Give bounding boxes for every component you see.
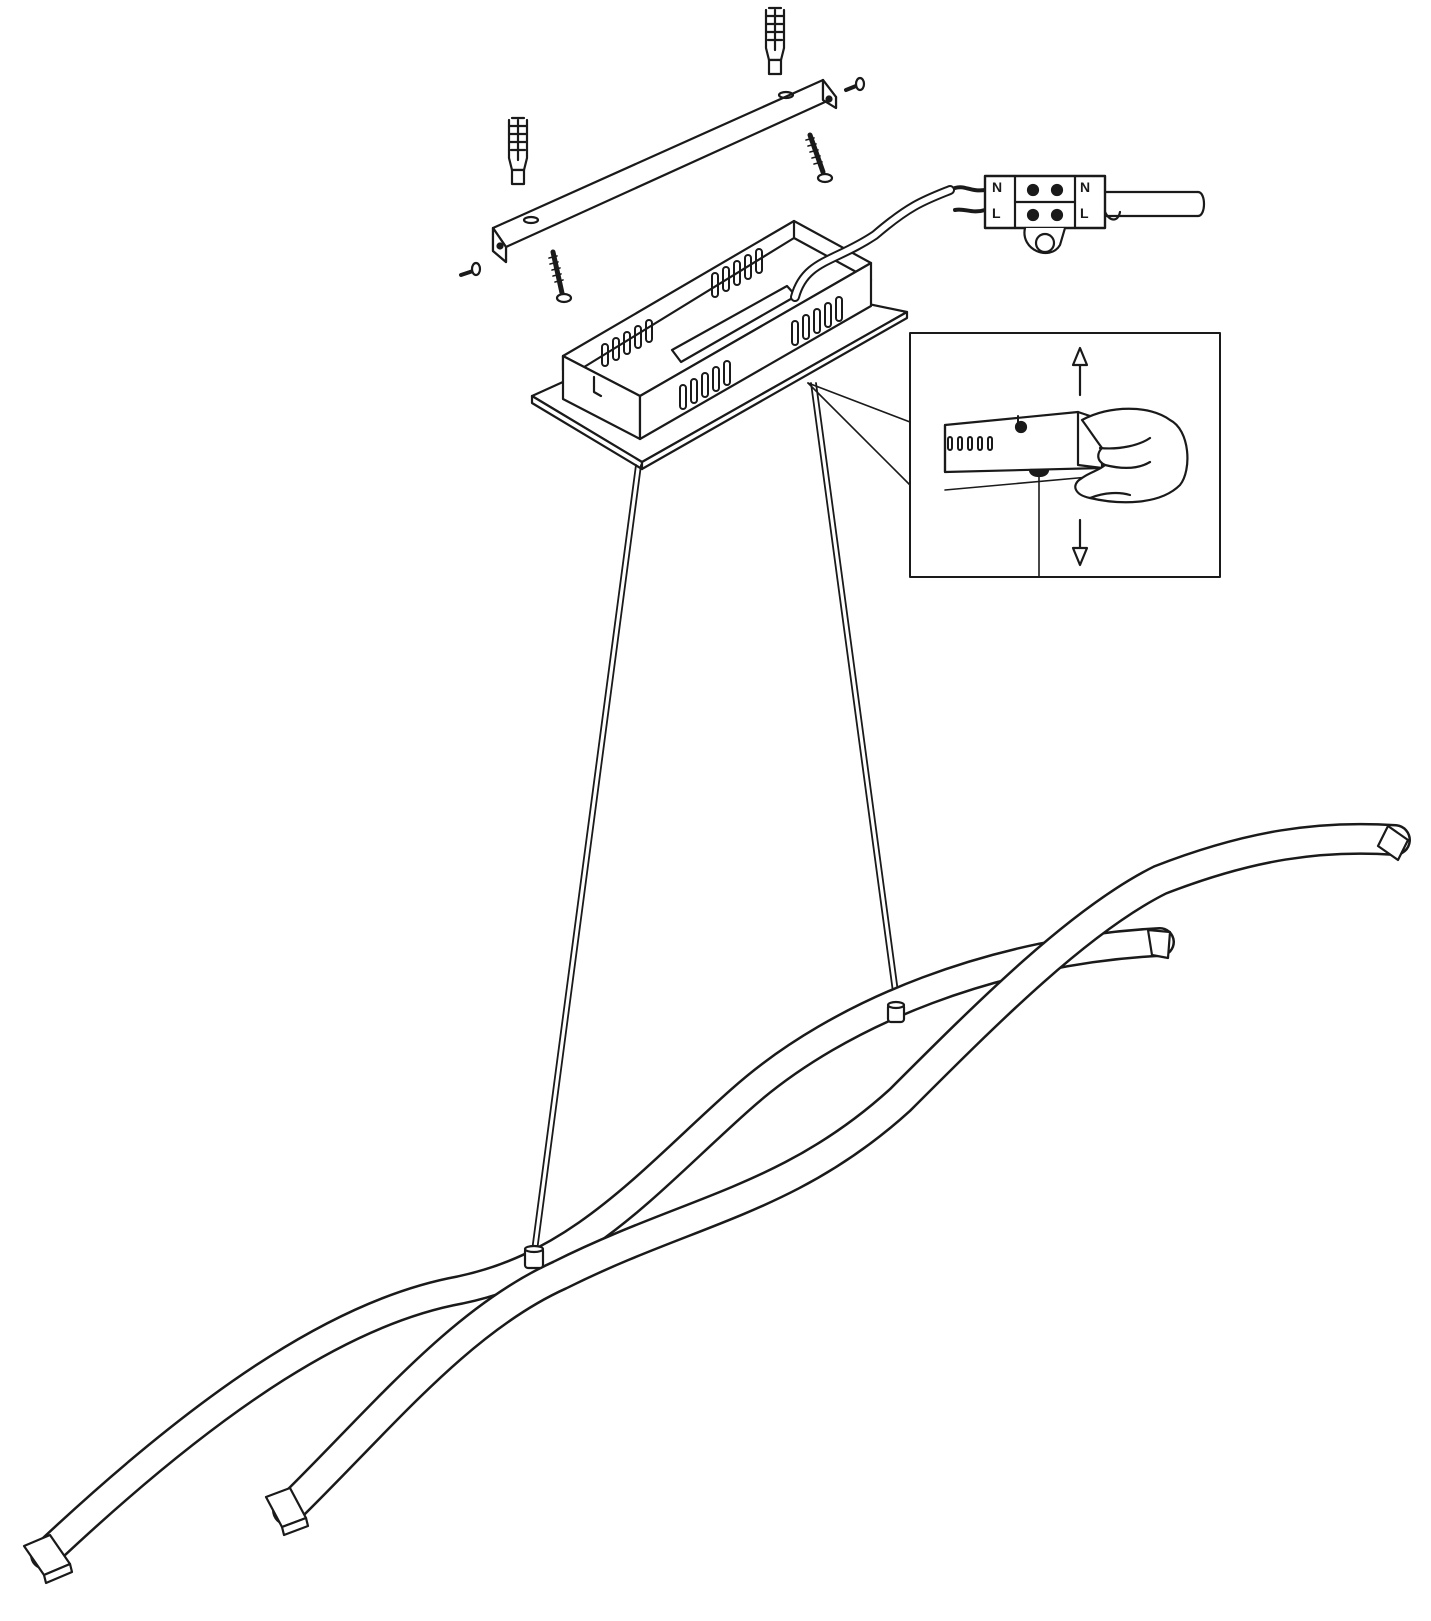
screw-icon [548, 249, 573, 304]
connector-labels: N L N L [992, 179, 1090, 221]
label-l-right: L [1080, 205, 1089, 221]
wall-plug-icon [507, 116, 529, 186]
label-n-right: N [1080, 179, 1090, 195]
power-cable [790, 185, 987, 302]
light-bar-front [264, 822, 1411, 1537]
ceiling-canopy [530, 219, 909, 471]
inset-detail [807, 332, 1221, 578]
light-bar-back [22, 927, 1175, 1585]
mounting-bracket [491, 78, 838, 264]
screw-icon [805, 132, 834, 184]
terminal-block [983, 174, 1206, 255]
label-l-left: L [992, 205, 1001, 221]
bracket-hole-icon [522, 215, 540, 225]
bolt-icon [844, 76, 866, 92]
suspension-wires [531, 382, 901, 1252]
bracket-hole-icon [777, 90, 795, 100]
wire-sleeves [523, 1000, 906, 1270]
label-n-left: N [992, 179, 1002, 195]
wall-plug-icon [764, 6, 786, 76]
up-arrow-icon [1071, 346, 1089, 397]
down-arrow-icon [1071, 518, 1089, 567]
bolt-icon [459, 261, 482, 277]
